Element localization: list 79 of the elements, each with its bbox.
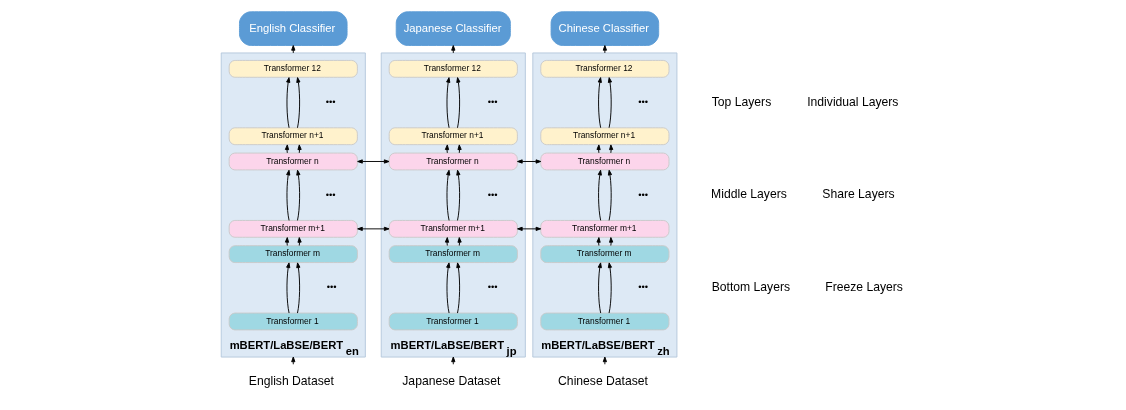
- arrow: [597, 77, 602, 129]
- arrow: [286, 169, 291, 221]
- node-text: Japanese Dataset: [402, 373, 501, 388]
- label: •••: [638, 96, 649, 107]
- node-box: Japanese Classifier: [395, 11, 511, 46]
- arrow: [597, 262, 602, 314]
- arrow: [291, 356, 296, 365]
- node-box: English Classifier: [239, 11, 348, 46]
- arrow: [296, 262, 301, 314]
- arrow: [296, 77, 301, 129]
- arrow: [456, 169, 461, 221]
- arrow: [446, 262, 451, 314]
- label: •••: [487, 189, 498, 200]
- node-box: Transformer m: [388, 245, 518, 264]
- node-box: Transformer n+1: [228, 127, 358, 146]
- node-box: Transformer 12: [228, 59, 358, 78]
- label: Top Layers: [711, 94, 772, 109]
- arrow: [609, 144, 614, 154]
- arrow: [596, 144, 601, 154]
- node-box: Transformer m: [228, 245, 358, 264]
- label: Middle Layers: [711, 187, 787, 202]
- arrow: [607, 77, 612, 129]
- arrow: [284, 237, 290, 246]
- arrow: [457, 144, 462, 154]
- arrow: [357, 159, 390, 164]
- arrow: [607, 262, 612, 314]
- arrow: [451, 356, 456, 365]
- label: •••: [487, 282, 498, 293]
- arrow: [446, 77, 451, 129]
- arrow: [602, 356, 607, 365]
- label: •••: [638, 282, 649, 293]
- node-box: Transformer 1: [388, 312, 518, 331]
- arrow: [457, 237, 462, 246]
- arrow: [602, 45, 607, 54]
- node-box: Transformer 1: [228, 312, 358, 331]
- node-box: Transformer 12: [388, 59, 518, 78]
- arrow: [597, 169, 602, 221]
- node-box: Transformer m+1: [388, 219, 518, 238]
- node-text: Chinese Dataset: [558, 373, 648, 388]
- node-box: Chinese Classifier: [550, 11, 660, 46]
- node-box: Transformer 12: [540, 59, 670, 78]
- arrow: [444, 237, 450, 246]
- arrow: [607, 169, 612, 221]
- arrow: [284, 144, 290, 154]
- arrow: [296, 169, 301, 221]
- arrow: [297, 237, 302, 246]
- arrow: [451, 45, 456, 54]
- arrow: [517, 159, 542, 164]
- arrow: [609, 237, 614, 246]
- node-box: Transformer m+1: [228, 219, 358, 238]
- label: Bottom Layers: [711, 279, 791, 294]
- label: Freeze Layers: [825, 279, 903, 294]
- arrow: [286, 77, 291, 129]
- arrow: [446, 169, 451, 221]
- label: •••: [325, 189, 336, 200]
- node-box: Transformer m: [540, 245, 670, 264]
- label: •••: [326, 282, 337, 293]
- label: •••: [325, 96, 336, 107]
- node-box: Transformer m+1: [540, 219, 670, 238]
- arrow: [517, 226, 542, 231]
- label: Individual Layers: [807, 94, 899, 109]
- node-box: Transformer n: [228, 152, 358, 171]
- arrow: [444, 144, 450, 154]
- arrow: [297, 144, 302, 154]
- node-box: Transformer n: [540, 152, 670, 171]
- arrow: [286, 262, 291, 314]
- arrow: [596, 237, 601, 246]
- node-text: English Dataset: [248, 373, 334, 388]
- arrow: [456, 262, 461, 314]
- label: Share Layers: [822, 187, 895, 202]
- node-box: Transformer 1: [540, 312, 670, 331]
- label: •••: [638, 189, 649, 200]
- node-box: Transformer n+1: [540, 127, 670, 146]
- arrow: [456, 77, 461, 129]
- label: •••: [487, 96, 498, 107]
- arrow: [291, 45, 296, 54]
- arrow: [357, 226, 390, 231]
- node-box: Transformer n+1: [388, 127, 518, 146]
- node-box: Transformer n: [388, 152, 518, 171]
